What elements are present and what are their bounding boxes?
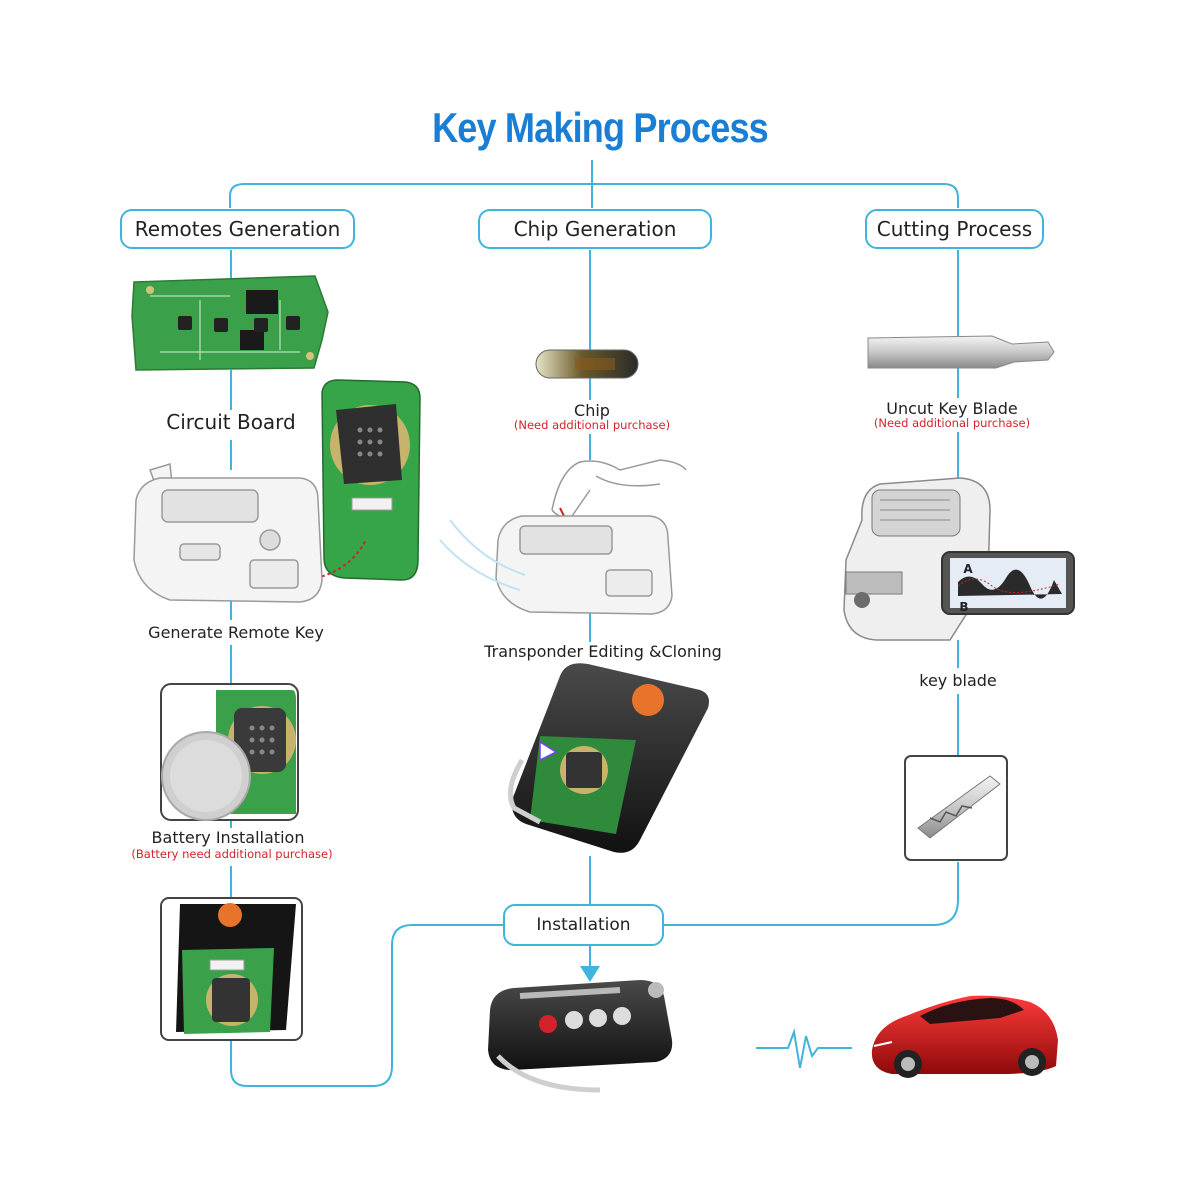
battery-installation-label: Battery Installation	[151, 828, 305, 847]
installation-label: Installation	[536, 915, 631, 935]
key-blade-label: key blade	[919, 671, 997, 690]
uncut-blade-label: Uncut Key Blade	[886, 399, 1018, 418]
uncut-blade-icon	[867, 335, 1055, 369]
signal-waves	[439, 519, 526, 591]
key-cutting-machine-icon	[843, 477, 1075, 641]
circuit-board-label: Circuit Board	[166, 410, 296, 434]
down-arrow-icon	[580, 966, 600, 982]
finished-flip-key-icon	[488, 980, 673, 1093]
cut-mark-b: B	[959, 600, 969, 614]
cut-mark-a: A	[963, 562, 973, 576]
battery-note: (Battery need additional purchase)	[131, 847, 333, 861]
remote-pcb-icon	[321, 379, 421, 581]
uncut-blade-note: (Need additional purchase)	[873, 416, 1031, 430]
key-tool-device-icon	[133, 463, 323, 603]
flip-key-icon	[507, 663, 709, 853]
chip-label: Chip	[574, 401, 610, 420]
remotes-generation-header: Remotes Generation	[120, 209, 355, 249]
battery-coin-icon	[160, 683, 299, 821]
pcb-board-icon	[131, 275, 329, 371]
heartbeat-signal-icon	[756, 1028, 852, 1069]
chip-note: (Need additional purchase)	[513, 418, 671, 432]
remote-key-shell-icon	[160, 897, 303, 1041]
chip-generation-header: Chip Generation	[478, 209, 712, 249]
generate-remote-key-label: Generate Remote Key	[148, 623, 324, 642]
cut-blade-icon	[904, 755, 1008, 861]
connector-lines	[229, 160, 959, 1087]
installation-box: Installation	[503, 904, 664, 946]
cutting-process-label: Cutting Process	[876, 217, 1033, 241]
page-title: Key Making Process	[432, 104, 769, 151]
chip-device-icon	[495, 515, 673, 615]
red-car-icon	[871, 995, 1058, 1078]
cutting-process-header: Cutting Process	[865, 209, 1044, 249]
transponder-chip-icon	[535, 349, 639, 379]
chip-generation-label: Chip Generation	[513, 217, 677, 241]
transponder-label: Transponder Editing &Cloning	[484, 642, 722, 661]
remotes-generation-label: Remotes Generation	[134, 217, 341, 241]
